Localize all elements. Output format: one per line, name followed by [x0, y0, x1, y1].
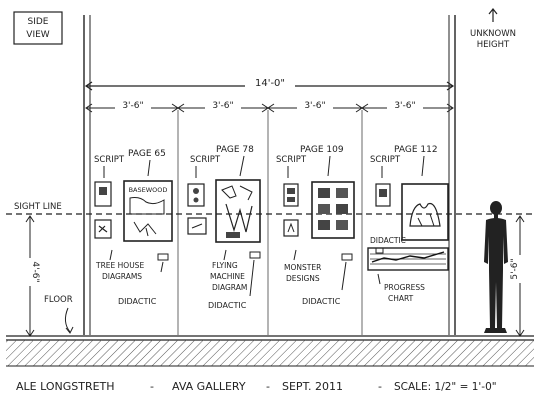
floor-label: FLOOR	[44, 295, 73, 305]
sight-height-label: 5'-6"	[510, 258, 520, 279]
script-label: SCRIPT	[370, 155, 401, 165]
script-label: SCRIPT	[276, 155, 307, 165]
page-label: PAGE 78	[216, 145, 254, 155]
script-label: SCRIPT	[94, 155, 125, 165]
caption-line1: TREE HOUSE	[95, 261, 144, 270]
section-page-109: SCRIPT PAGE 109 MONSTER DESIGNS DIDACTIC	[276, 145, 355, 306]
unknown-height-line2: HEIGHT	[477, 40, 510, 50]
artwork-frame	[311, 181, 355, 239]
unknown-height-line1: UNKNOWN	[470, 29, 516, 39]
floor-to-sight-label: 4'-6"	[30, 261, 40, 282]
didactic-label: DIDACTIC	[370, 236, 406, 245]
didactic-label: DIDACTIC	[118, 297, 157, 306]
didactic-label: DIDACTIC	[208, 301, 247, 310]
drawing-scale: SCALE: 1/2" = 1'-0"	[394, 381, 497, 393]
section-page-112: SCRIPT PAGE 112 DIDACTIC PROGRESS CHART	[367, 145, 449, 303]
exhibition-date: SEPT. 2011	[282, 380, 343, 393]
script-frame	[94, 219, 112, 239]
person-figure	[484, 201, 508, 333]
section-page-65: SCRIPT PAGE 65 BASEWOOD TREE HOUSE DIAGR…	[94, 149, 173, 306]
artwork-frame	[123, 180, 173, 242]
page-label: PAGE 65	[128, 149, 166, 159]
script-frame	[187, 183, 205, 207]
script-frame	[283, 219, 299, 237]
didactic-card	[249, 251, 261, 259]
side-view-box	[13, 11, 63, 45]
didactic-card	[157, 253, 169, 261]
title-block: ALE LONGSTRETH - AVA GALLERY - SEPT. 201…	[16, 380, 497, 393]
script-frame	[375, 183, 391, 207]
bay-1-dimension: 3'-6"	[122, 101, 143, 111]
didactic-card	[375, 247, 384, 254]
script-frame	[94, 181, 112, 207]
sight-line-label: SIGHT LINE	[14, 202, 62, 212]
floor-hatch	[6, 340, 534, 366]
caption-line2: DESIGNS	[286, 274, 320, 283]
caption-line2: DIAGRAMS	[102, 272, 142, 281]
artwork-frame	[401, 183, 449, 241]
footer-dash: -	[150, 380, 154, 393]
caption-line1: FLYING	[212, 261, 238, 270]
venue-name: AVA GALLERY	[172, 380, 246, 393]
artist-name: ALE LONGSTRETH	[16, 380, 115, 393]
footer-dash: -	[266, 380, 270, 393]
script-label: SCRIPT	[190, 155, 221, 165]
didactic-label: DIDACTIC	[302, 297, 341, 306]
caption-line1: PROGRESS	[384, 283, 425, 292]
page-label: PAGE 112	[394, 145, 438, 155]
bay-4-dimension: 3'-6"	[394, 101, 415, 111]
side-view-label-line2: VIEW	[26, 30, 49, 40]
caption-line2: CHART	[388, 294, 414, 303]
didactic-card	[341, 253, 353, 261]
floor-arrow-icon	[64, 307, 71, 333]
footer-dash: -	[378, 380, 382, 393]
progress-chart-frame	[367, 247, 449, 271]
script-frame	[187, 217, 207, 235]
bay-3-dimension: 3'-6"	[304, 101, 325, 111]
bay-2-dimension: 3'-6"	[212, 101, 233, 111]
side-view-label-line1: SIDE	[28, 17, 49, 27]
sketch-text: BASEWOOD	[129, 186, 168, 194]
height-arrow-icon	[488, 8, 498, 22]
script-frame	[283, 183, 299, 207]
page-label: PAGE 109	[300, 145, 344, 155]
overall-dimension-label: 14'-0"	[255, 78, 285, 89]
caption-line2: MACHINE	[210, 272, 245, 281]
caption-line1: MONSTER	[284, 263, 321, 272]
caption-line3: DIAGRAM	[212, 283, 247, 292]
artwork-frame	[215, 179, 261, 243]
section-page-78: SCRIPT PAGE 78 FLYING MACHINE DIAGRAM DI…	[187, 145, 261, 310]
